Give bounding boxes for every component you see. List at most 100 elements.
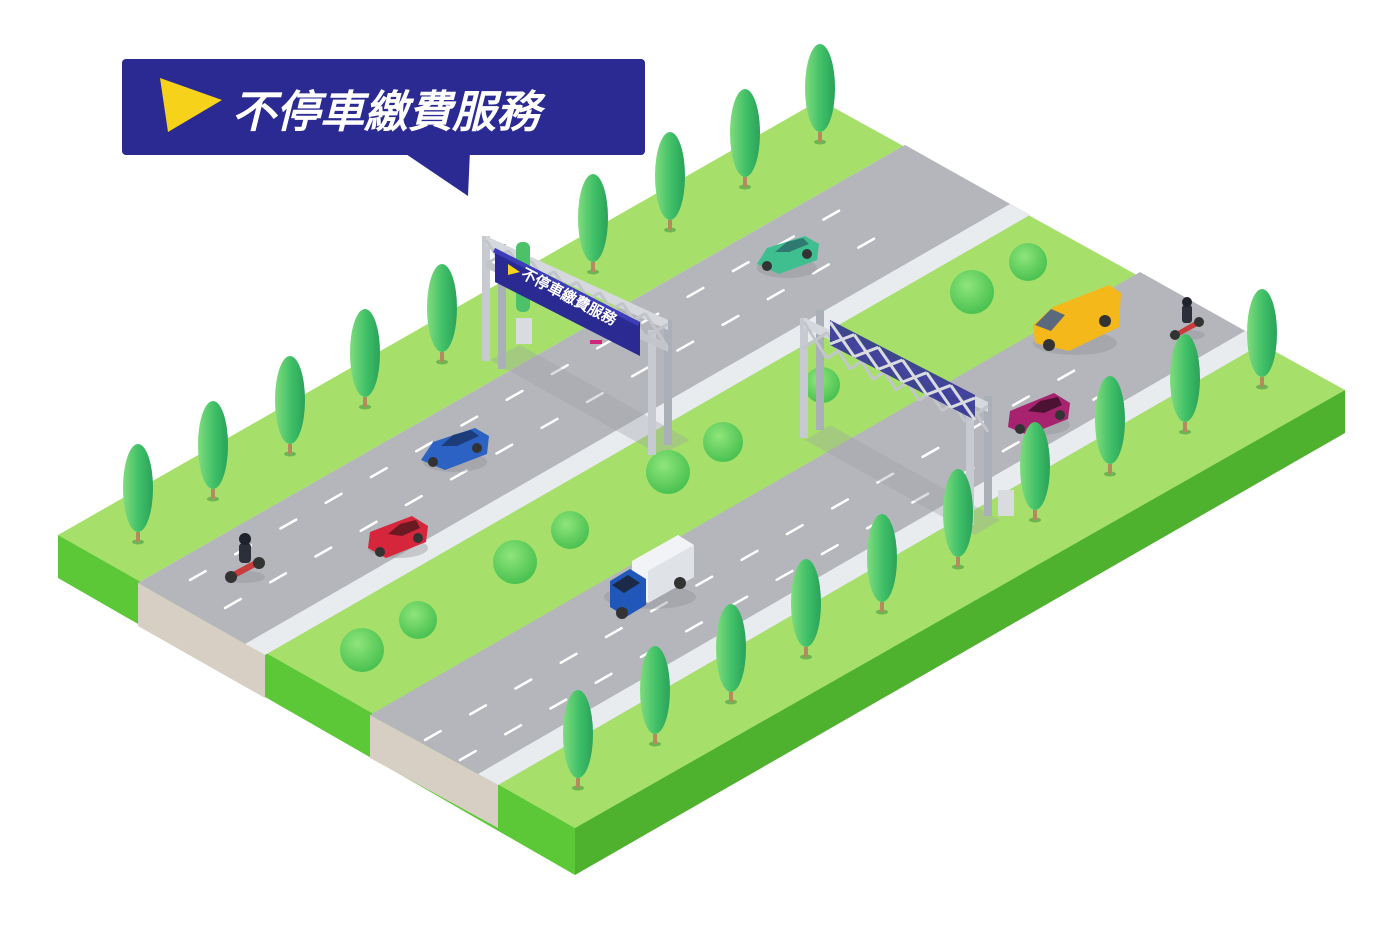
- box-truck: [604, 535, 696, 619]
- tree: [867, 514, 897, 615]
- lane-dash: [630, 366, 650, 378]
- lane-dash: [449, 469, 469, 481]
- tree: [1247, 289, 1277, 390]
- median-bushes: [340, 243, 1047, 672]
- lane-dash: [911, 492, 930, 504]
- lane-dash: [820, 543, 839, 556]
- lane-dash: [514, 678, 533, 690]
- truss-brace: [926, 383, 952, 397]
- lane-dash: [359, 520, 378, 533]
- lane-dash: [223, 597, 242, 610]
- gantry-sign-panel: 不停車繳費服務: [493, 248, 640, 356]
- tree: [427, 264, 457, 365]
- bush: [340, 628, 384, 672]
- vehicles-south: [604, 285, 1205, 619]
- callout-banner-label: 不停車繳費服務: [232, 87, 546, 138]
- lane-dash: [785, 523, 804, 536]
- lane-dash: [460, 415, 479, 427]
- lane-dash: [1057, 369, 1076, 381]
- callout-banner: 不停車繳費服務: [122, 59, 645, 196]
- lane-dash: [585, 391, 604, 404]
- ground-platform: [58, 100, 1345, 875]
- lane-dash: [595, 338, 615, 350]
- lane-dash: [423, 729, 442, 742]
- lane-dash: [876, 472, 895, 484]
- motorbike-rider-2: [1169, 297, 1205, 340]
- red-car: [368, 516, 428, 558]
- tree: [1170, 334, 1200, 435]
- lane-dash: [559, 652, 578, 665]
- tree: [716, 604, 746, 705]
- bush: [551, 511, 589, 549]
- lane-dash: [314, 546, 333, 558]
- lane-dash: [695, 575, 714, 587]
- tree: [350, 309, 380, 410]
- lane-dash: [604, 626, 623, 639]
- lane-dash: [730, 595, 749, 607]
- truss-brace: [877, 358, 904, 371]
- green-car: [757, 236, 819, 278]
- truss-brace: [964, 404, 989, 423]
- etc-gantry-2: [800, 310, 1014, 525]
- lane-dash: [822, 209, 841, 221]
- highway-road-north: [138, 145, 1030, 698]
- lane-markings: [188, 209, 1111, 762]
- bush: [703, 422, 743, 462]
- bush: [493, 540, 537, 584]
- tree: [640, 646, 670, 747]
- bush: [1009, 243, 1047, 281]
- truss-brace: [803, 331, 828, 350]
- lane-dash: [324, 492, 343, 505]
- lane-dash: [686, 286, 705, 299]
- lane-dash: [279, 518, 298, 530]
- lane-dash: [684, 621, 704, 633]
- lane-dash: [458, 749, 477, 762]
- lane-dash: [1011, 395, 1031, 407]
- lane-dash: [414, 441, 434, 453]
- play-arrow-icon: [508, 264, 520, 275]
- lane-dash: [505, 389, 524, 402]
- etc-gantry-1: 不停車繳費服務: [482, 236, 672, 455]
- lane-dash: [721, 314, 740, 327]
- tree: [123, 444, 153, 545]
- play-arrow-icon: [160, 78, 222, 132]
- yellow-van: [1033, 285, 1121, 355]
- lane-dash: [369, 466, 388, 479]
- lane-dash: [830, 498, 850, 510]
- tree: [730, 89, 760, 190]
- bush: [950, 270, 994, 314]
- lane-dash: [775, 569, 794, 582]
- lane-dash: [549, 698, 568, 710]
- lane-dash: [766, 288, 785, 301]
- lane-dash: [268, 572, 288, 584]
- lane-dash: [594, 672, 613, 685]
- lane-dash: [503, 724, 523, 736]
- lane-dash: [649, 601, 669, 613]
- lane-dash: [188, 569, 207, 582]
- tree: [275, 356, 305, 457]
- tree: [805, 44, 835, 145]
- tree-row-front: [563, 289, 1277, 791]
- tree: [563, 690, 593, 791]
- truss-brace: [644, 322, 669, 339]
- tree-row-back: [123, 44, 835, 545]
- tree: [791, 559, 821, 660]
- lane-dash: [1001, 440, 1020, 453]
- blue-car: [421, 428, 489, 472]
- truss-brace: [901, 371, 928, 384]
- tree: [1020, 422, 1050, 523]
- lane-dash: [676, 340, 695, 352]
- tree: [1095, 376, 1125, 477]
- lane-dash: [740, 549, 759, 562]
- lane-dash: [731, 260, 750, 273]
- tree: [578, 174, 608, 275]
- lane-dash: [495, 443, 514, 455]
- bush: [399, 601, 437, 639]
- lane-dash: [857, 237, 876, 249]
- lane-dash: [540, 417, 559, 430]
- tree: [943, 469, 973, 570]
- tree: [198, 401, 228, 502]
- truss-brace: [853, 345, 879, 359]
- tree: [655, 132, 685, 233]
